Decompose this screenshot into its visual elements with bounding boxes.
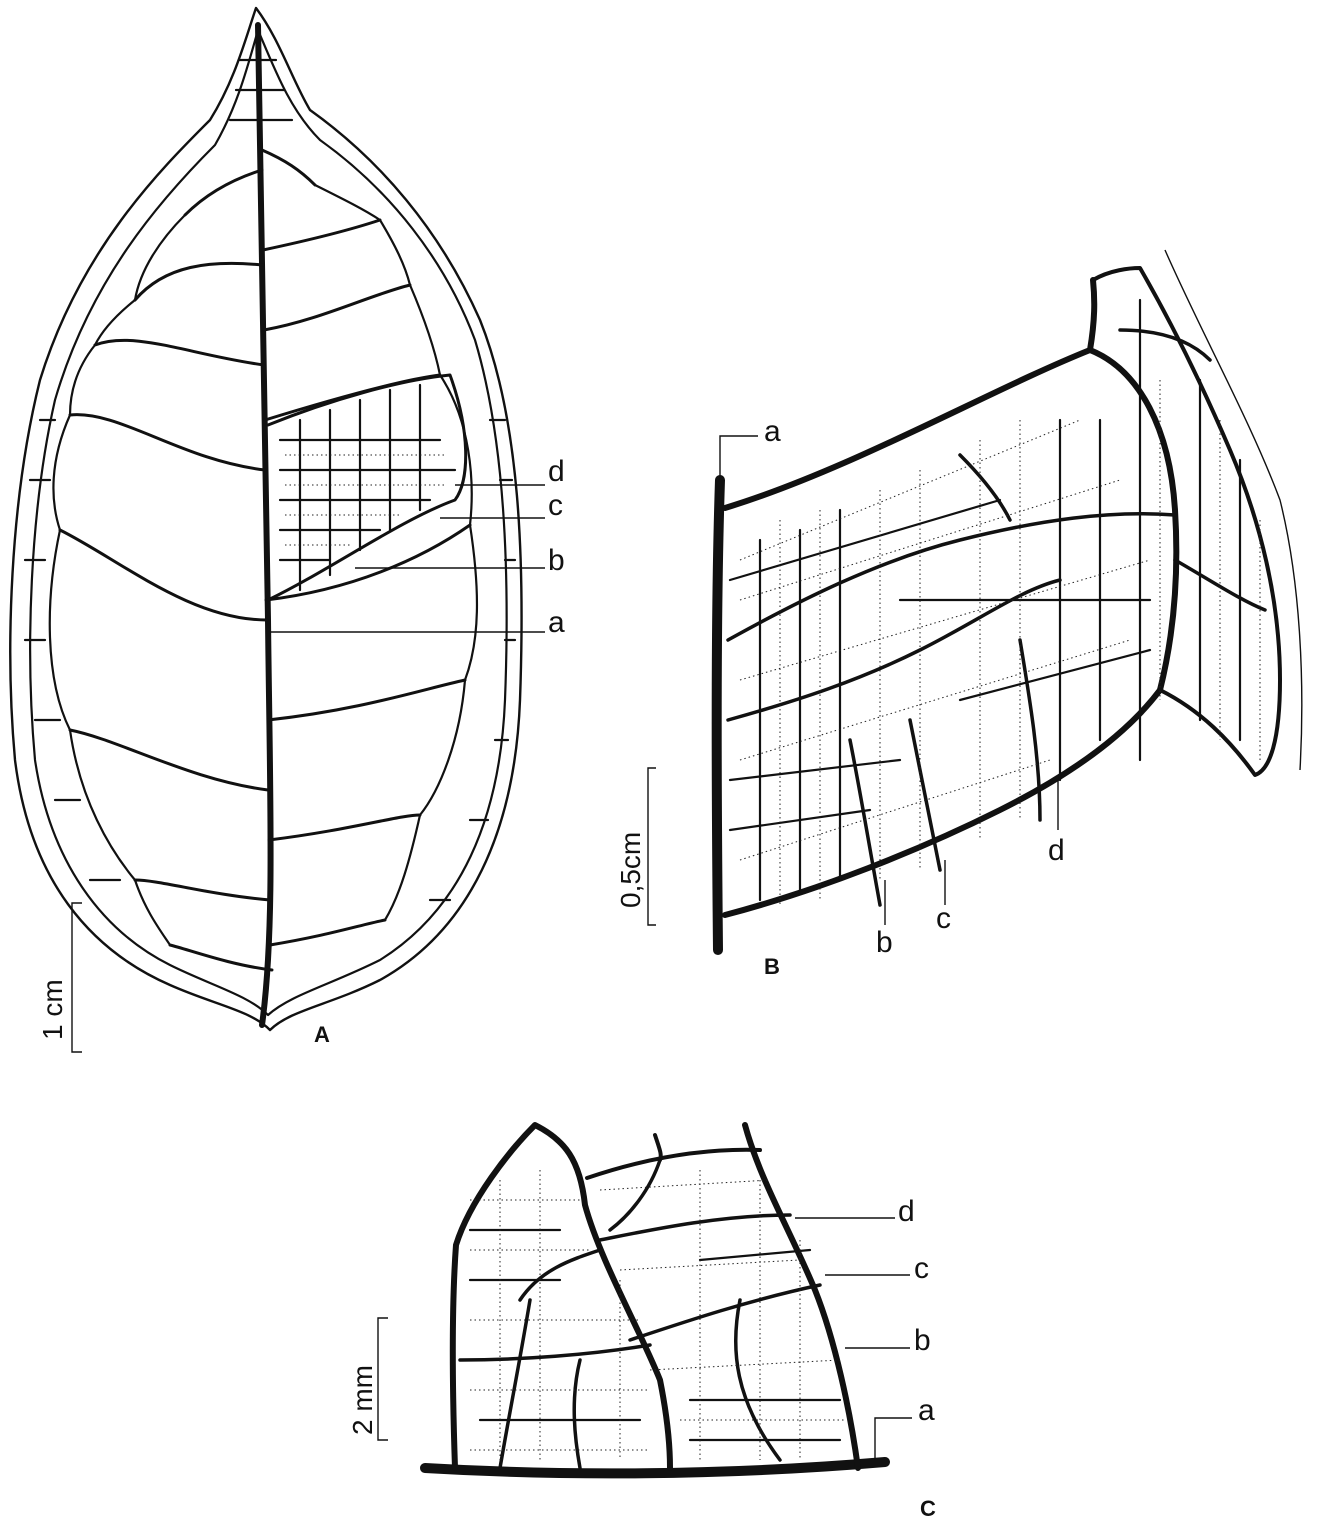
label-b-a: a xyxy=(764,415,781,448)
label-a-d: d xyxy=(548,455,565,488)
label-b-d: d xyxy=(1048,834,1065,867)
panel-letter-c: C xyxy=(920,1496,936,1521)
scale-bar-b: 0,5cm xyxy=(615,768,656,925)
label-a-a: a xyxy=(548,606,565,639)
panel-letter-b: B xyxy=(764,954,780,979)
panel-b-midrib xyxy=(717,480,720,950)
midrib xyxy=(258,25,271,1025)
secondary-veins-right xyxy=(262,150,470,945)
label-c-b: b xyxy=(914,1324,931,1357)
panel-b: a b c d 0,5cm B xyxy=(615,250,1302,979)
label-c-d: d xyxy=(898,1195,915,1228)
label-a-c: c xyxy=(548,489,563,522)
panel-c: d c b a 2 mm C xyxy=(347,1125,936,1521)
panel-c-cross-veins xyxy=(460,1160,820,1468)
label-c-c: c xyxy=(914,1252,929,1285)
label-a-b: b xyxy=(548,544,565,577)
scale-bar-c: 2 mm xyxy=(347,1318,388,1440)
scale-label-b: 0,5cm xyxy=(615,832,646,908)
panel-a: d c b a 1 cm A xyxy=(10,8,565,1052)
secondary-veins-left xyxy=(60,170,272,970)
panel-letter-a: A xyxy=(314,1022,330,1047)
label-b-b: b xyxy=(876,926,893,959)
scale-label-a: 1 cm xyxy=(37,979,68,1040)
label-c-a: a xyxy=(918,1394,935,1427)
label-b-c: c xyxy=(936,902,951,935)
scale-bar-a: 1 cm xyxy=(37,903,82,1052)
scale-label-c: 2 mm xyxy=(347,1365,378,1435)
